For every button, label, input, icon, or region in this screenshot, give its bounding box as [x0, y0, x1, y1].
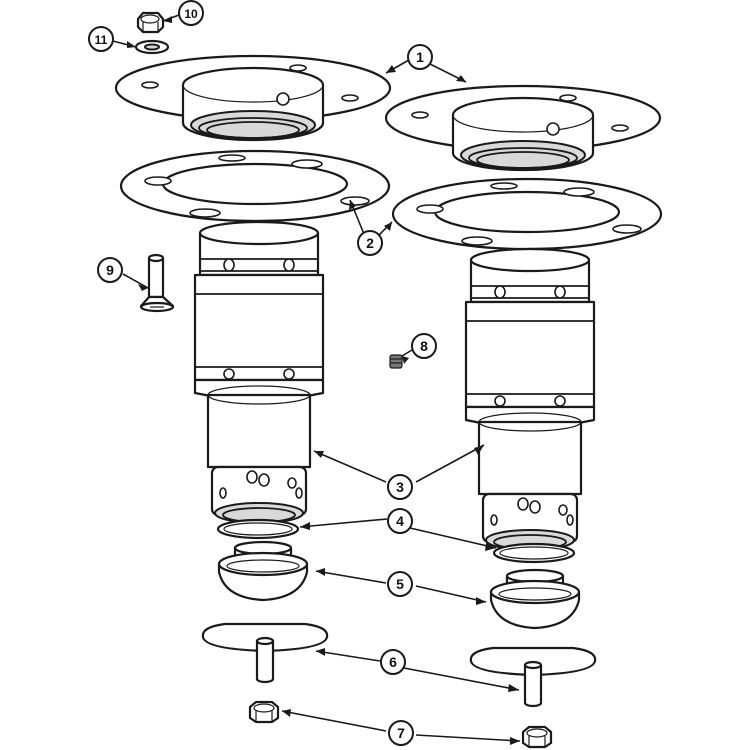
part-3-cartridge-left	[193, 220, 325, 525]
part-11-washer	[134, 39, 170, 55]
part-10-nut	[136, 11, 165, 34]
callout-1-label: 1	[416, 49, 424, 65]
part-5-cone-left	[217, 540, 309, 602]
part-2-gasket-left	[119, 149, 391, 223]
callout-9-label: 9	[106, 262, 114, 278]
part-6-foot-right	[469, 646, 597, 708]
callout-6: 6	[380, 649, 406, 675]
callout-4-label: 4	[396, 513, 404, 529]
callout-2: 2	[357, 230, 383, 256]
callout-10-label: 10	[184, 7, 198, 21]
callout-1: 1	[407, 44, 433, 70]
part-4-oring-left	[216, 518, 300, 540]
callout-9: 9	[97, 257, 123, 283]
part-5-cone-right	[489, 568, 581, 630]
callout-11: 11	[88, 26, 114, 52]
arrow-heads	[127, 16, 520, 745]
callout-4: 4	[387, 508, 413, 534]
callout-10: 10	[178, 0, 204, 26]
callout-3-label: 3	[396, 479, 404, 495]
callout-6-label: 6	[389, 654, 397, 670]
part-7-nut-right	[521, 725, 553, 749]
callout-2-label: 2	[366, 235, 374, 251]
callout-7-label: 7	[397, 725, 405, 741]
part-3-cartridge-right	[464, 247, 596, 552]
callout-5: 5	[387, 571, 413, 597]
part-9-bolt	[139, 253, 175, 313]
part-1-flange-left	[114, 54, 392, 142]
callout-11-label: 11	[95, 33, 108, 47]
callout-3: 3	[387, 474, 413, 500]
callout-7: 7	[388, 720, 414, 746]
part-6-foot-left	[201, 622, 329, 684]
callout-8: 8	[411, 333, 437, 359]
callout-5-label: 5	[396, 576, 404, 592]
callout-8-label: 8	[420, 338, 428, 354]
part-7-nut-left	[248, 700, 280, 724]
part-1-flange-right	[384, 84, 662, 172]
part-4-oring-right	[492, 542, 576, 564]
part-8-set-screw	[389, 354, 403, 369]
part-2-gasket-right	[391, 177, 663, 251]
